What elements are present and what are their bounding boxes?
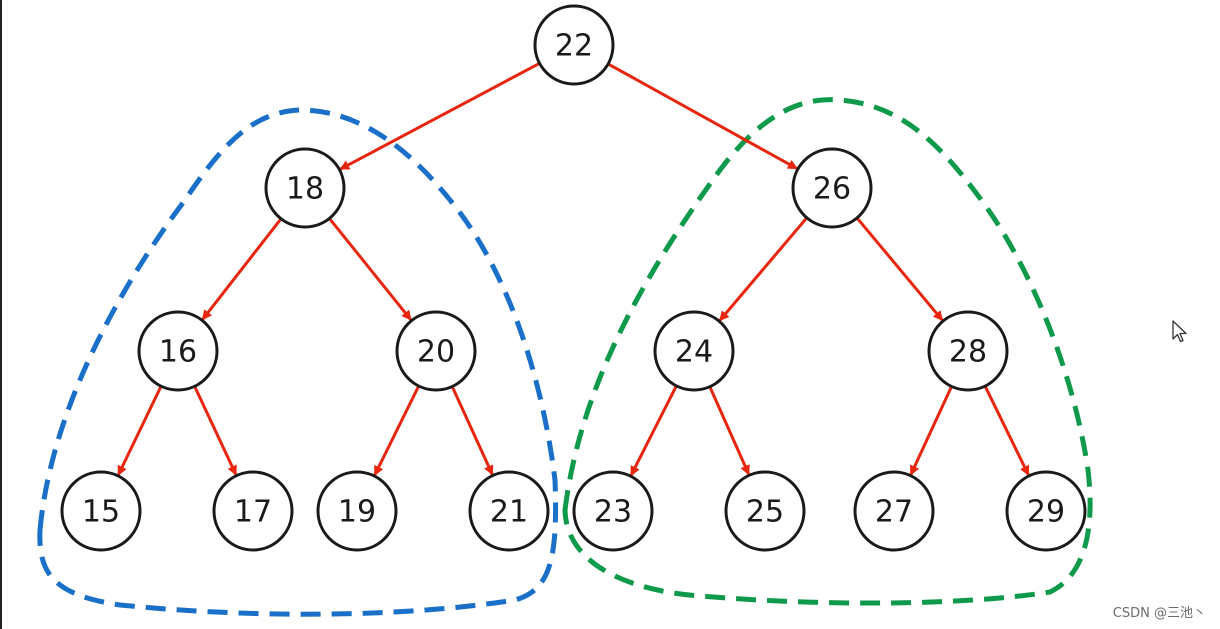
tree-node-28: 28 bbox=[927, 310, 1009, 392]
edge-n20-n21 bbox=[450, 385, 494, 476]
tree-edges bbox=[116, 61, 1030, 477]
node-label: 21 bbox=[490, 495, 528, 530]
node-circle bbox=[1005, 470, 1087, 552]
tree-node-20: 20 bbox=[395, 310, 477, 392]
node-label: 18 bbox=[286, 172, 324, 207]
node-label: 23 bbox=[594, 495, 632, 530]
left-subtree-dashed-outline bbox=[37, 107, 559, 617]
tree-node-19: 19 bbox=[316, 470, 398, 552]
tree-nodes: 22 18 26 16 20 24 28 15 17 19 21 23 25 27 29 bbox=[60, 4, 1087, 552]
node-label: 24 bbox=[675, 335, 713, 370]
edge-n20-n19 bbox=[373, 385, 421, 476]
node-circle bbox=[137, 310, 219, 392]
edge-n28-n27 bbox=[909, 385, 953, 476]
node-circle bbox=[572, 470, 654, 552]
edge-n22-n26 bbox=[607, 62, 798, 170]
node-circle bbox=[724, 470, 806, 552]
node-label: 17 bbox=[234, 495, 272, 530]
node-label: 22 bbox=[555, 29, 593, 64]
node-label: 28 bbox=[949, 335, 987, 370]
edge-n26-n28 bbox=[855, 216, 944, 322]
tree-node-15: 15 bbox=[60, 470, 142, 552]
node-label: 27 bbox=[875, 495, 913, 530]
node-label: 29 bbox=[1027, 495, 1065, 530]
node-circle bbox=[468, 470, 550, 552]
node-circle bbox=[533, 4, 615, 86]
tree-node-29: 29 bbox=[1005, 470, 1087, 552]
right-subtree-dashed-outline bbox=[562, 97, 1093, 606]
edge-n24-n25 bbox=[708, 385, 751, 476]
node-label: 15 bbox=[82, 495, 120, 530]
edge-n26-n24 bbox=[718, 216, 808, 322]
node-circle bbox=[60, 470, 142, 552]
node-circle bbox=[212, 470, 294, 552]
node-circle bbox=[395, 310, 477, 392]
edge-n18-n20 bbox=[328, 217, 413, 321]
node-label: 25 bbox=[746, 495, 784, 530]
tree-node-26: 26 bbox=[791, 147, 873, 229]
node-circle bbox=[853, 470, 935, 552]
node-circle bbox=[653, 310, 735, 392]
node-label: 16 bbox=[159, 335, 197, 370]
tree-node-22: 22 bbox=[533, 4, 615, 86]
tree-node-23: 23 bbox=[572, 470, 654, 552]
edge-n16-n17 bbox=[193, 385, 238, 476]
node-circle bbox=[316, 470, 398, 552]
edge-n24-n23 bbox=[629, 385, 678, 477]
tree-node-17: 17 bbox=[212, 470, 294, 552]
tree-node-21: 21 bbox=[468, 470, 550, 552]
node-label: 20 bbox=[417, 335, 455, 370]
node-circle bbox=[264, 147, 346, 229]
subtree-regions bbox=[37, 97, 1093, 617]
window-edge bbox=[0, 0, 2, 629]
watermark-text: CSDN @三池丶 bbox=[1112, 606, 1206, 621]
edge-n18-n16 bbox=[201, 217, 283, 321]
tree-node-25: 25 bbox=[724, 470, 806, 552]
node-label: 19 bbox=[338, 495, 376, 530]
node-circle bbox=[791, 147, 873, 229]
tree-node-16: 16 bbox=[137, 310, 219, 392]
edge-n28-n29 bbox=[983, 385, 1030, 476]
node-label: 26 bbox=[813, 172, 851, 207]
mouse-pointer-icon bbox=[1172, 320, 1187, 343]
tree-node-27: 27 bbox=[853, 470, 935, 552]
edge-n22-n18 bbox=[339, 61, 541, 171]
node-circle bbox=[927, 310, 1009, 392]
tree-node-24: 24 bbox=[653, 310, 735, 392]
tree-node-18: 18 bbox=[264, 147, 346, 229]
edge-n16-n15 bbox=[116, 385, 163, 476]
